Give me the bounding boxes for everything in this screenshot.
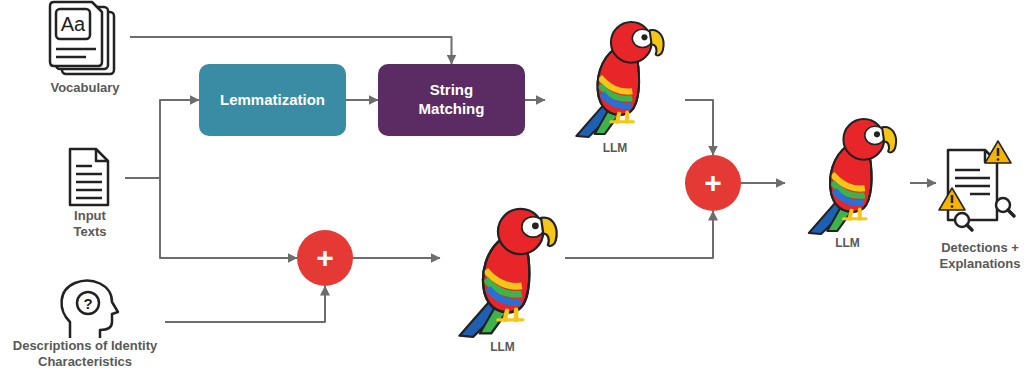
- node-label: Detections + Explanations: [936, 240, 1024, 273]
- connector: [165, 286, 325, 322]
- connector: [125, 178, 297, 258]
- connector: [130, 37, 452, 64]
- head-icon: [62, 281, 118, 338]
- parrot-icon: [809, 119, 896, 234]
- node-label: Lemmatization: [220, 91, 325, 110]
- icon-glyph: Aa: [56, 9, 90, 39]
- parrot-icon: [459, 209, 556, 337]
- node-label: +: [704, 168, 722, 198]
- connector: [685, 100, 713, 155]
- icon-glyph: ?: [80, 293, 96, 313]
- node-label: LLM: [835, 236, 860, 251]
- icon-node: LLM: [440, 200, 565, 355]
- node-label: Vocabulary: [50, 80, 119, 96]
- process-box: String Matching: [378, 64, 525, 136]
- connector: [741, 182, 785, 184]
- icon-node: Input Texts: [55, 145, 125, 241]
- process-box: Lemmatization: [199, 64, 346, 136]
- icon-node: Descriptions of Identity Characteristics: [5, 280, 165, 371]
- parrot-icon: [576, 22, 663, 137]
- document-icon: [70, 149, 108, 205]
- connector: [346, 99, 378, 101]
- connector: [353, 257, 440, 259]
- node-label: LLM: [490, 340, 515, 355]
- node-label: Descriptions of Identity Characteristics: [10, 338, 160, 371]
- node-label: +: [316, 243, 334, 273]
- connector: [525, 99, 545, 101]
- icon-node: LLM: [785, 112, 910, 251]
- llm-parrots: [459, 22, 896, 337]
- node-label: String Matching: [397, 81, 507, 119]
- connector: [910, 182, 936, 184]
- operator-circle: +: [297, 230, 353, 286]
- icon-node: Detections + Explanations: [936, 140, 1024, 273]
- report-icon: [939, 141, 1014, 230]
- vocabulary-icon: [50, 2, 114, 74]
- connector: [125, 100, 199, 178]
- operator-circle: +: [685, 155, 741, 211]
- node-label: LLM: [603, 141, 628, 156]
- connector: [565, 211, 713, 258]
- icon-node: LLM: [545, 15, 685, 156]
- node-label: Input Texts: [65, 208, 115, 241]
